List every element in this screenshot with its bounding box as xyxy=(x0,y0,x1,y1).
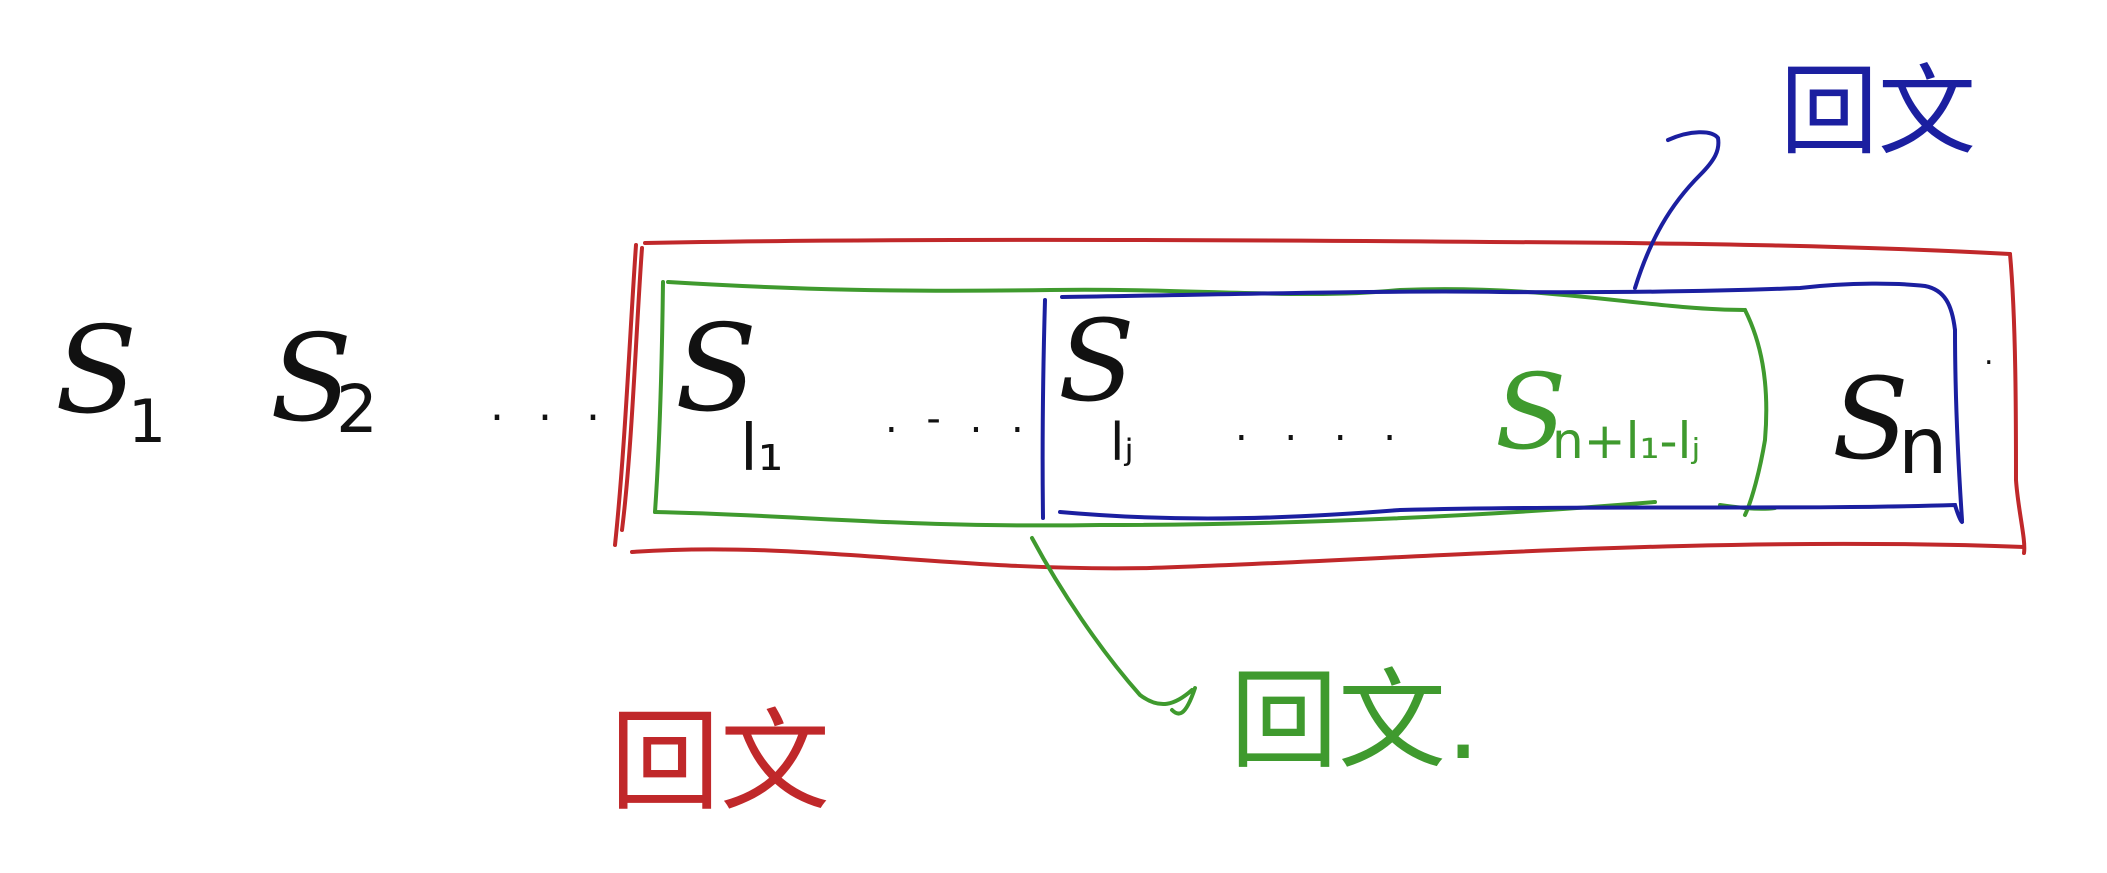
dots-mid1: . - . . xyxy=(885,396,1032,442)
blue-arrow xyxy=(1633,130,1721,290)
s1-base: S xyxy=(55,302,137,441)
dots-mid2: . . . . xyxy=(1235,404,1408,450)
green-box xyxy=(653,280,1777,528)
s2-term: S 2 xyxy=(270,310,378,449)
blue-box xyxy=(1040,281,1964,524)
sl1-base: S xyxy=(675,300,757,439)
s1-term: S 1 xyxy=(55,302,166,457)
s-green-base: S xyxy=(1495,351,1566,473)
sn-sub: n xyxy=(1898,402,1947,492)
s-green-sub: n+l₁-lⱼ xyxy=(1552,412,1700,470)
s2-base: S xyxy=(270,310,352,449)
s1-sub: 1 xyxy=(128,387,166,457)
red-outer-box xyxy=(613,237,2027,571)
blue-label: 回文 xyxy=(1780,55,1976,169)
slj-base: S xyxy=(1058,297,1135,427)
sn-base: S xyxy=(1832,355,1909,485)
slj-term: S lⱼ xyxy=(1058,297,1135,473)
sn-term: S n xyxy=(1832,355,1947,492)
dots-left: . . . xyxy=(490,380,610,431)
slj-sub: lⱼ xyxy=(1110,413,1134,473)
s2-sub: 2 xyxy=(336,371,378,448)
sl1-term: S l₁ xyxy=(675,300,783,486)
red-label: 回文 xyxy=(610,698,830,826)
s-green-term: S n+l₁-lⱼ xyxy=(1495,351,1700,473)
sl1-sub: l₁ xyxy=(740,412,783,486)
trailing-dot: . xyxy=(1984,337,1994,372)
green-label: 回文. xyxy=(1230,659,1480,784)
green-arrow xyxy=(1030,536,1197,716)
